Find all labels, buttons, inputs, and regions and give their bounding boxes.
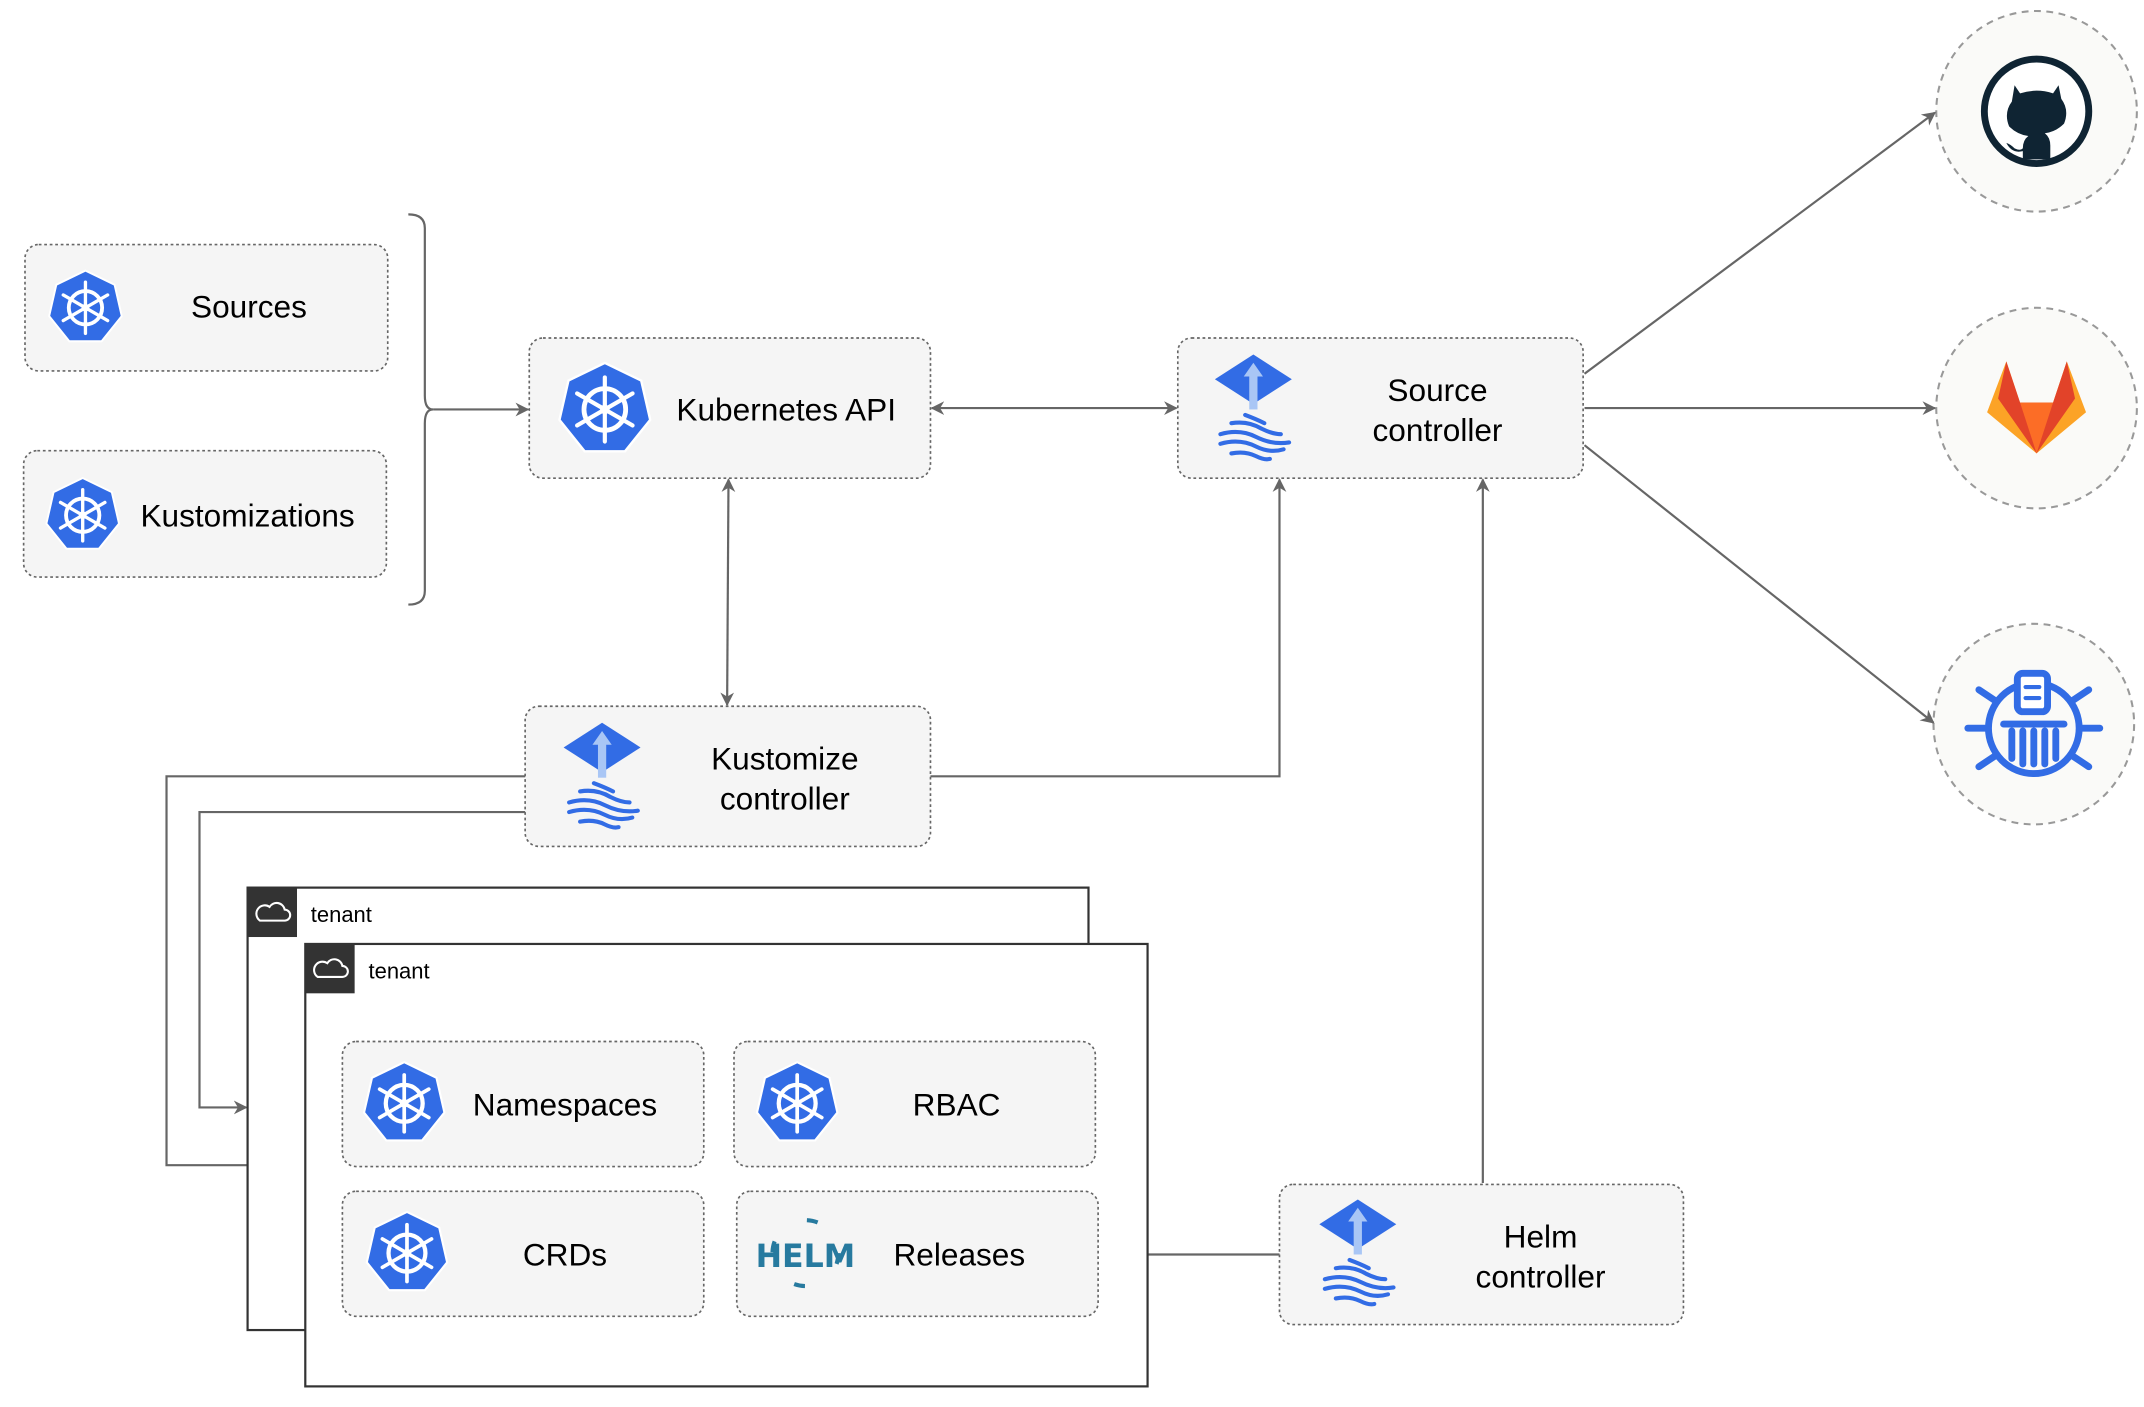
- namespaces-node[interactable]: Namespaces: [341, 1040, 705, 1168]
- crds-label: CRDs: [523, 1236, 607, 1272]
- kustomize-controller-node[interactable]: Kustomize controller: [524, 705, 932, 848]
- rbac-label: RBAC: [913, 1087, 1001, 1123]
- github-icon: [1980, 55, 2093, 167]
- gitlab-node[interactable]: [1935, 306, 2138, 510]
- kustomize-controller-label-line1: Kustomize: [711, 740, 858, 776]
- source-controller-label-line2: controller: [1373, 412, 1503, 448]
- crds-node[interactable]: CRDs: [341, 1190, 705, 1318]
- kubernetes-api-label: Kubernetes API: [676, 391, 896, 427]
- helm-repository-icon: [1964, 669, 2104, 778]
- kustomize-controller-label-line2: controller: [720, 780, 850, 816]
- source-controller-node[interactable]: Source controller: [1176, 337, 1584, 479]
- namespaces-label: Namespaces: [473, 1087, 657, 1123]
- sources-node[interactable]: Sources: [24, 243, 389, 372]
- helm-controller-node[interactable]: Helm controller: [1278, 1183, 1685, 1326]
- cloud-icon: [305, 943, 355, 994]
- github-node[interactable]: [1935, 9, 2138, 213]
- sources-label: Sources: [191, 288, 307, 324]
- helm-controller-label-line1: Helm: [1504, 1219, 1578, 1255]
- releases-node[interactable]: HELM Releases: [735, 1190, 1099, 1318]
- kustomizations-node[interactable]: Kustomizations: [22, 449, 388, 578]
- helm-logo-text: HELM: [756, 1239, 856, 1275]
- edge-source-to-helm-repository: [1583, 444, 1935, 724]
- edge-api-kustomize-controller: [720, 478, 736, 707]
- helm-icon: HELM: [756, 1218, 856, 1289]
- edge-kustomize-to-tenant-front: [165, 775, 526, 1173]
- kustomizations-label: Kustomizations: [140, 497, 354, 533]
- edge-kustomize-to-source: [930, 478, 1287, 778]
- kubernetes-api-node[interactable]: Kubernetes API: [528, 337, 932, 479]
- bracket-connector: [408, 213, 434, 606]
- edge-kustomize-to-tenant-back: [198, 810, 526, 1115]
- helm-controller-label-line2: controller: [1476, 1258, 1606, 1294]
- releases-label: Releases: [893, 1236, 1025, 1272]
- tenant-label: tenant: [369, 958, 430, 983]
- gitlab-icon: [1987, 361, 2087, 454]
- edge-source-to-github: [1583, 111, 1936, 375]
- helm-repository-node[interactable]: [1932, 622, 2136, 826]
- cloud-icon: [247, 887, 298, 938]
- rbac-node[interactable]: RBAC: [733, 1040, 1097, 1168]
- source-controller-label-line1: Source: [1387, 372, 1487, 408]
- tenant-label: tenant: [311, 902, 372, 927]
